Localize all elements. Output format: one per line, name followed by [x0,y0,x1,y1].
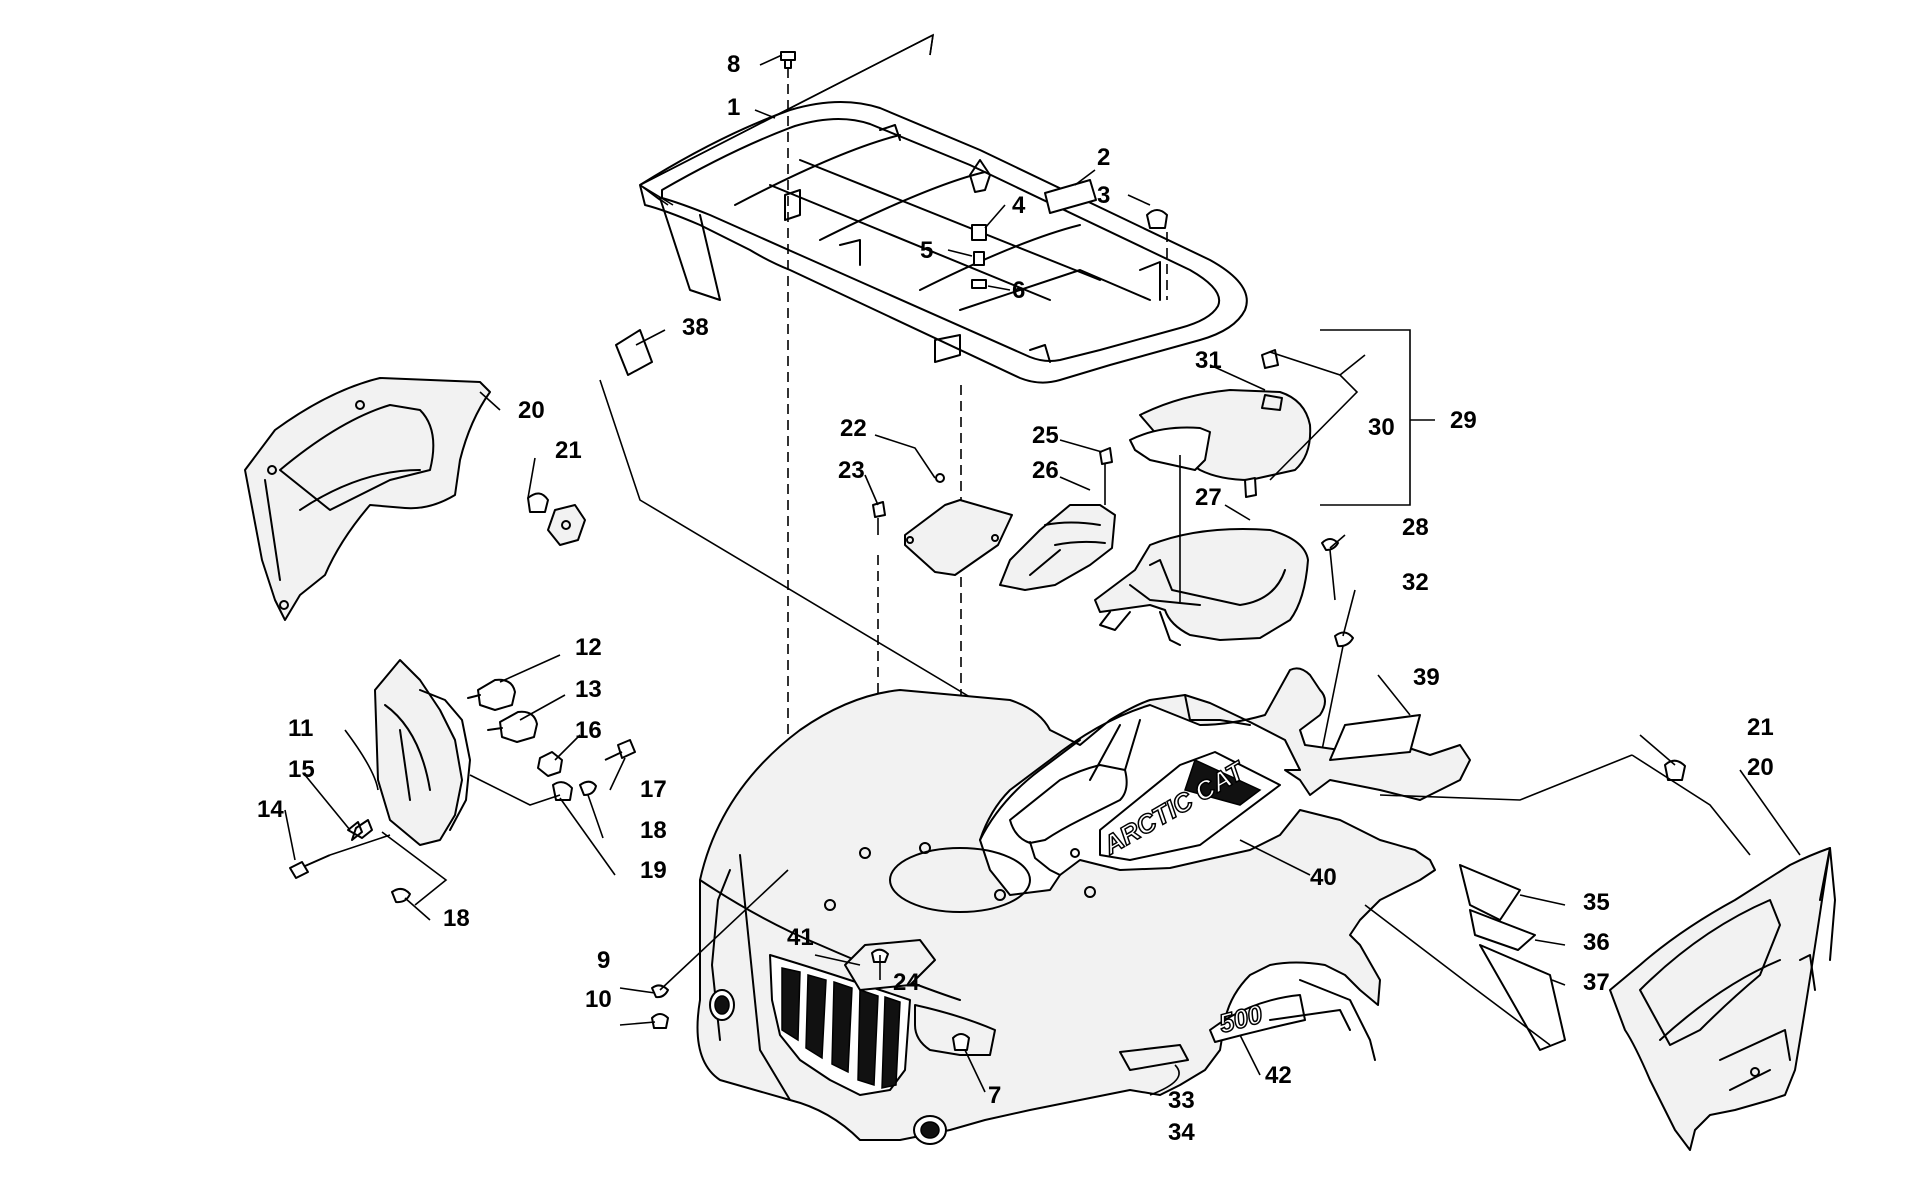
callout-35: 35 [1583,889,1610,916]
callout-labels: 1 2 3 4 5 6 7 8 9 10 11 12 13 14 15 16 1… [257,51,1774,1146]
callout-33: 33 [1168,1087,1195,1114]
screw-25 [1099,447,1113,465]
nut-10 [651,1013,669,1029]
callout-11: 11 [288,715,313,742]
callout-29: 29 [1450,407,1477,434]
callout-7: 7 [988,1082,1001,1109]
callout-40: 40 [1310,864,1337,891]
nut-21-left [527,492,549,513]
bolt-17 [604,739,636,761]
callout-31: 31 [1195,347,1222,374]
callout-1: 1 [727,94,740,121]
callout-14: 14 [257,796,284,823]
callout-16: 16 [575,717,602,744]
callout-38: 38 [682,314,709,341]
callout-21-left: 21 [555,437,582,464]
fastener-32 [1334,631,1354,648]
front-rack [639,101,1248,384]
callout-17: 17 [640,776,667,803]
console-pad-26 [999,504,1116,591]
callout-23: 23 [838,457,865,484]
grommet-19 [552,781,573,801]
callout-2: 2 [1097,144,1110,171]
washer-18-upper [579,780,597,796]
callout-26: 26 [1032,457,1059,484]
callout-22: 22 [840,415,867,442]
storage-lid [1129,349,1312,498]
cover-plate-22 [904,499,1013,576]
decal-36 [1469,909,1536,951]
callout-41: 41 [787,924,814,951]
decal-37 [1479,944,1566,1051]
callout-30: 30 [1368,414,1395,441]
callout-21-right: 21 [1747,714,1774,741]
storage-tray [1094,528,1309,646]
bolt-4 [971,224,987,241]
spring-15 [347,819,373,841]
decal-39 [1329,714,1421,761]
callout-20-right: 20 [1747,754,1774,781]
bolt-8 [780,51,796,69]
washer-9 [651,984,669,999]
spacer-5 [973,251,985,266]
callout-12: 12 [575,634,602,661]
callout-20-left: 20 [518,397,545,424]
callout-10: 10 [585,986,612,1013]
callout-42: 42 [1265,1062,1292,1089]
washer-6 [971,279,987,289]
bulb-12 [477,678,516,711]
decal-35 [1459,864,1521,921]
callout-24: 24 [893,969,920,996]
left-fender-panel [244,377,491,621]
callout-34: 34 [1168,1119,1195,1146]
callout-19: 19 [640,857,667,884]
decal-42 [1209,994,1306,1043]
grommet-left [547,504,586,546]
screw-23 [872,501,886,518]
callout-18-lower: 18 [443,905,470,932]
callout-28: 28 [1402,514,1429,541]
headlight-assembly [374,659,471,846]
front-body-panel: 500 [696,667,1471,1145]
callout-3: 3 [1097,182,1110,209]
callout-13: 13 [575,676,602,703]
callout-9: 9 [597,947,610,974]
callout-39: 39 [1413,664,1440,691]
callout-25: 25 [1032,422,1059,449]
callout-27: 27 [1195,484,1222,511]
callout-5: 5 [920,237,933,264]
fastener-28 [1321,538,1339,551]
callout-6: 6 [1012,277,1025,304]
callout-18-upper: 18 [640,817,667,844]
callout-8: 8 [727,51,740,78]
callout-36: 36 [1583,929,1610,956]
fastener-7 [952,1033,970,1051]
right-fender-panel [1609,847,1836,1151]
screw-14 [289,854,331,879]
callout-15: 15 [288,756,315,783]
callout-32: 32 [1402,569,1429,596]
nut-21-right [1664,759,1686,781]
nut-3 [1146,209,1168,229]
callout-4: 4 [1012,192,1026,219]
bulb-13 [499,710,538,743]
decal-41 [844,939,936,991]
callout-37: 37 [1583,969,1610,996]
decal-38 [615,329,653,376]
